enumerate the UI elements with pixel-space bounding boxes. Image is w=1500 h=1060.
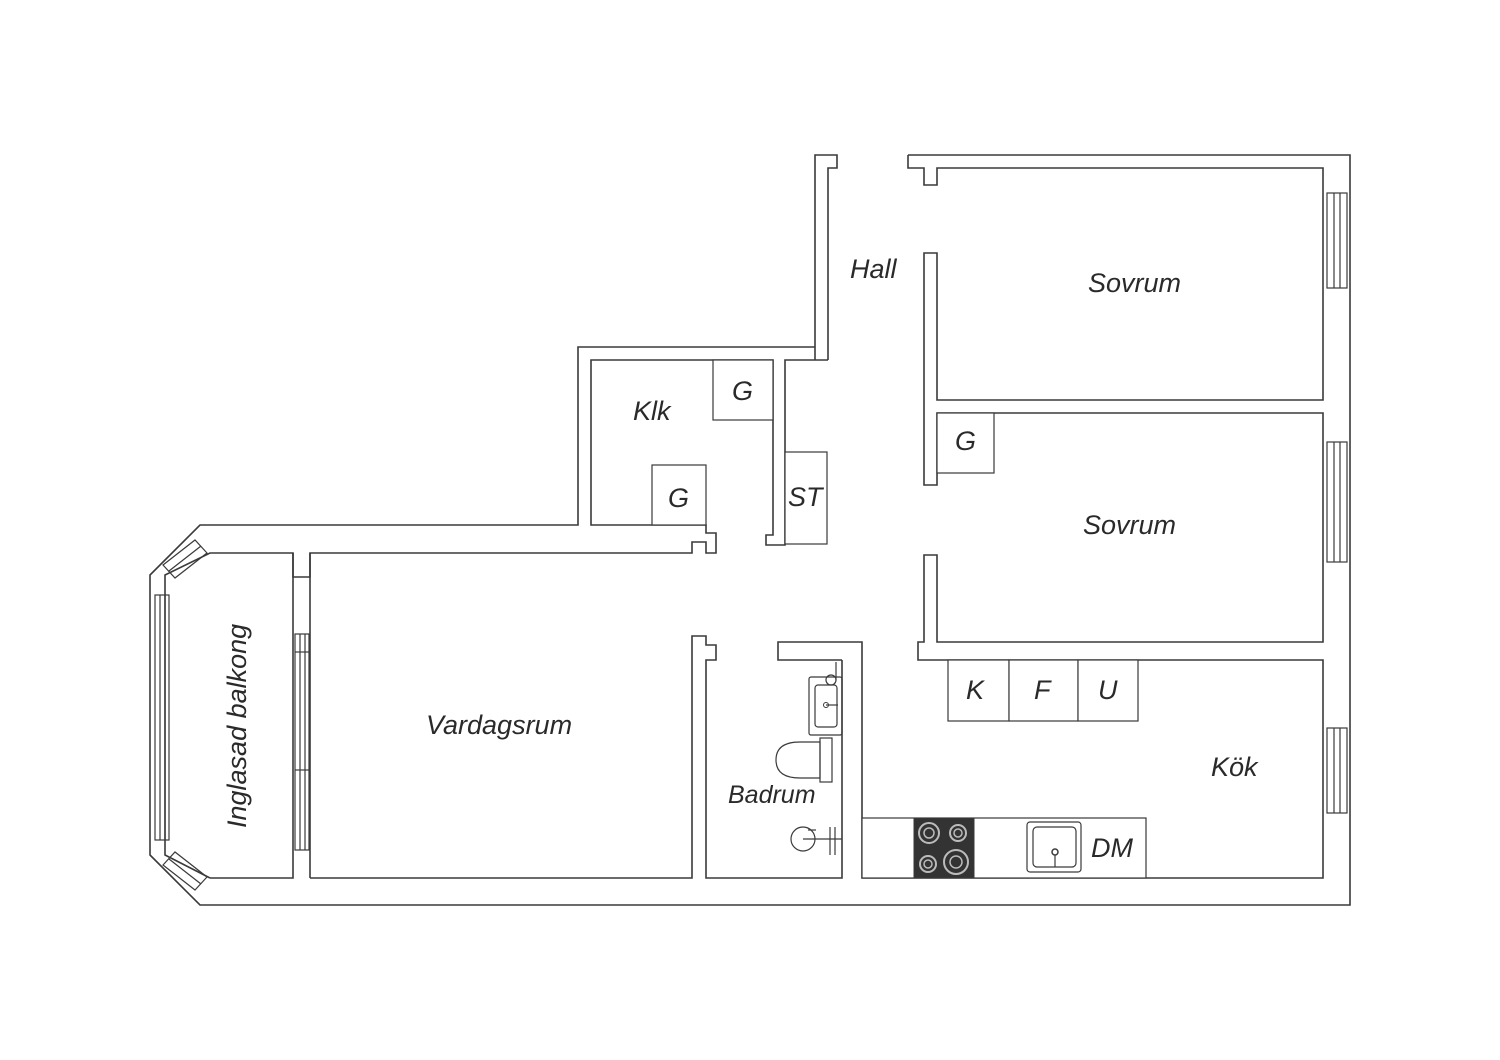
label-st: ST xyxy=(788,482,825,512)
label-kok: Kök xyxy=(1211,752,1259,782)
label-inglasad-balkong: Inglasad balkong xyxy=(222,624,252,828)
label-badrum: Badrum xyxy=(728,781,816,809)
outer-walls xyxy=(149,154,1351,906)
toilet-icon xyxy=(775,737,833,783)
oven-cabinet-u xyxy=(1077,659,1139,722)
label-vardagsrum: Vardagsrum xyxy=(426,710,572,740)
klk-wardrobe-bottom xyxy=(651,464,707,526)
label-u: U xyxy=(1098,675,1118,705)
label-dm: DM xyxy=(1091,833,1133,863)
fixtures xyxy=(651,359,1147,879)
stove-icon xyxy=(913,817,975,879)
label-g-klk-bottom: G xyxy=(668,483,689,513)
label-sovrum-1: Sovrum xyxy=(1088,268,1181,298)
sovrum-wardrobe xyxy=(936,412,995,474)
room-labels: Hall Sovrum Sovrum Klk Vardagsrum Inglas… xyxy=(222,254,1259,828)
label-hall: Hall xyxy=(850,254,898,284)
label-g-sovrum: G xyxy=(955,426,976,456)
shower-icon xyxy=(790,826,842,855)
kitchen-sink-icon xyxy=(1026,821,1082,873)
label-f: F xyxy=(1034,675,1052,705)
label-klk: Klk xyxy=(633,396,672,426)
bathroom-sink-icon xyxy=(808,662,843,736)
storage-closet xyxy=(784,451,828,545)
freezer-cabinet-f xyxy=(1008,659,1079,722)
fixture-labels: G G G ST K F U DM xyxy=(668,376,1133,863)
klk-wardrobe-top xyxy=(712,359,774,421)
label-k: K xyxy=(966,675,985,705)
label-sovrum-2: Sovrum xyxy=(1083,510,1176,540)
kitchen-counter xyxy=(861,817,1147,879)
label-g-klk-top: G xyxy=(732,376,753,406)
